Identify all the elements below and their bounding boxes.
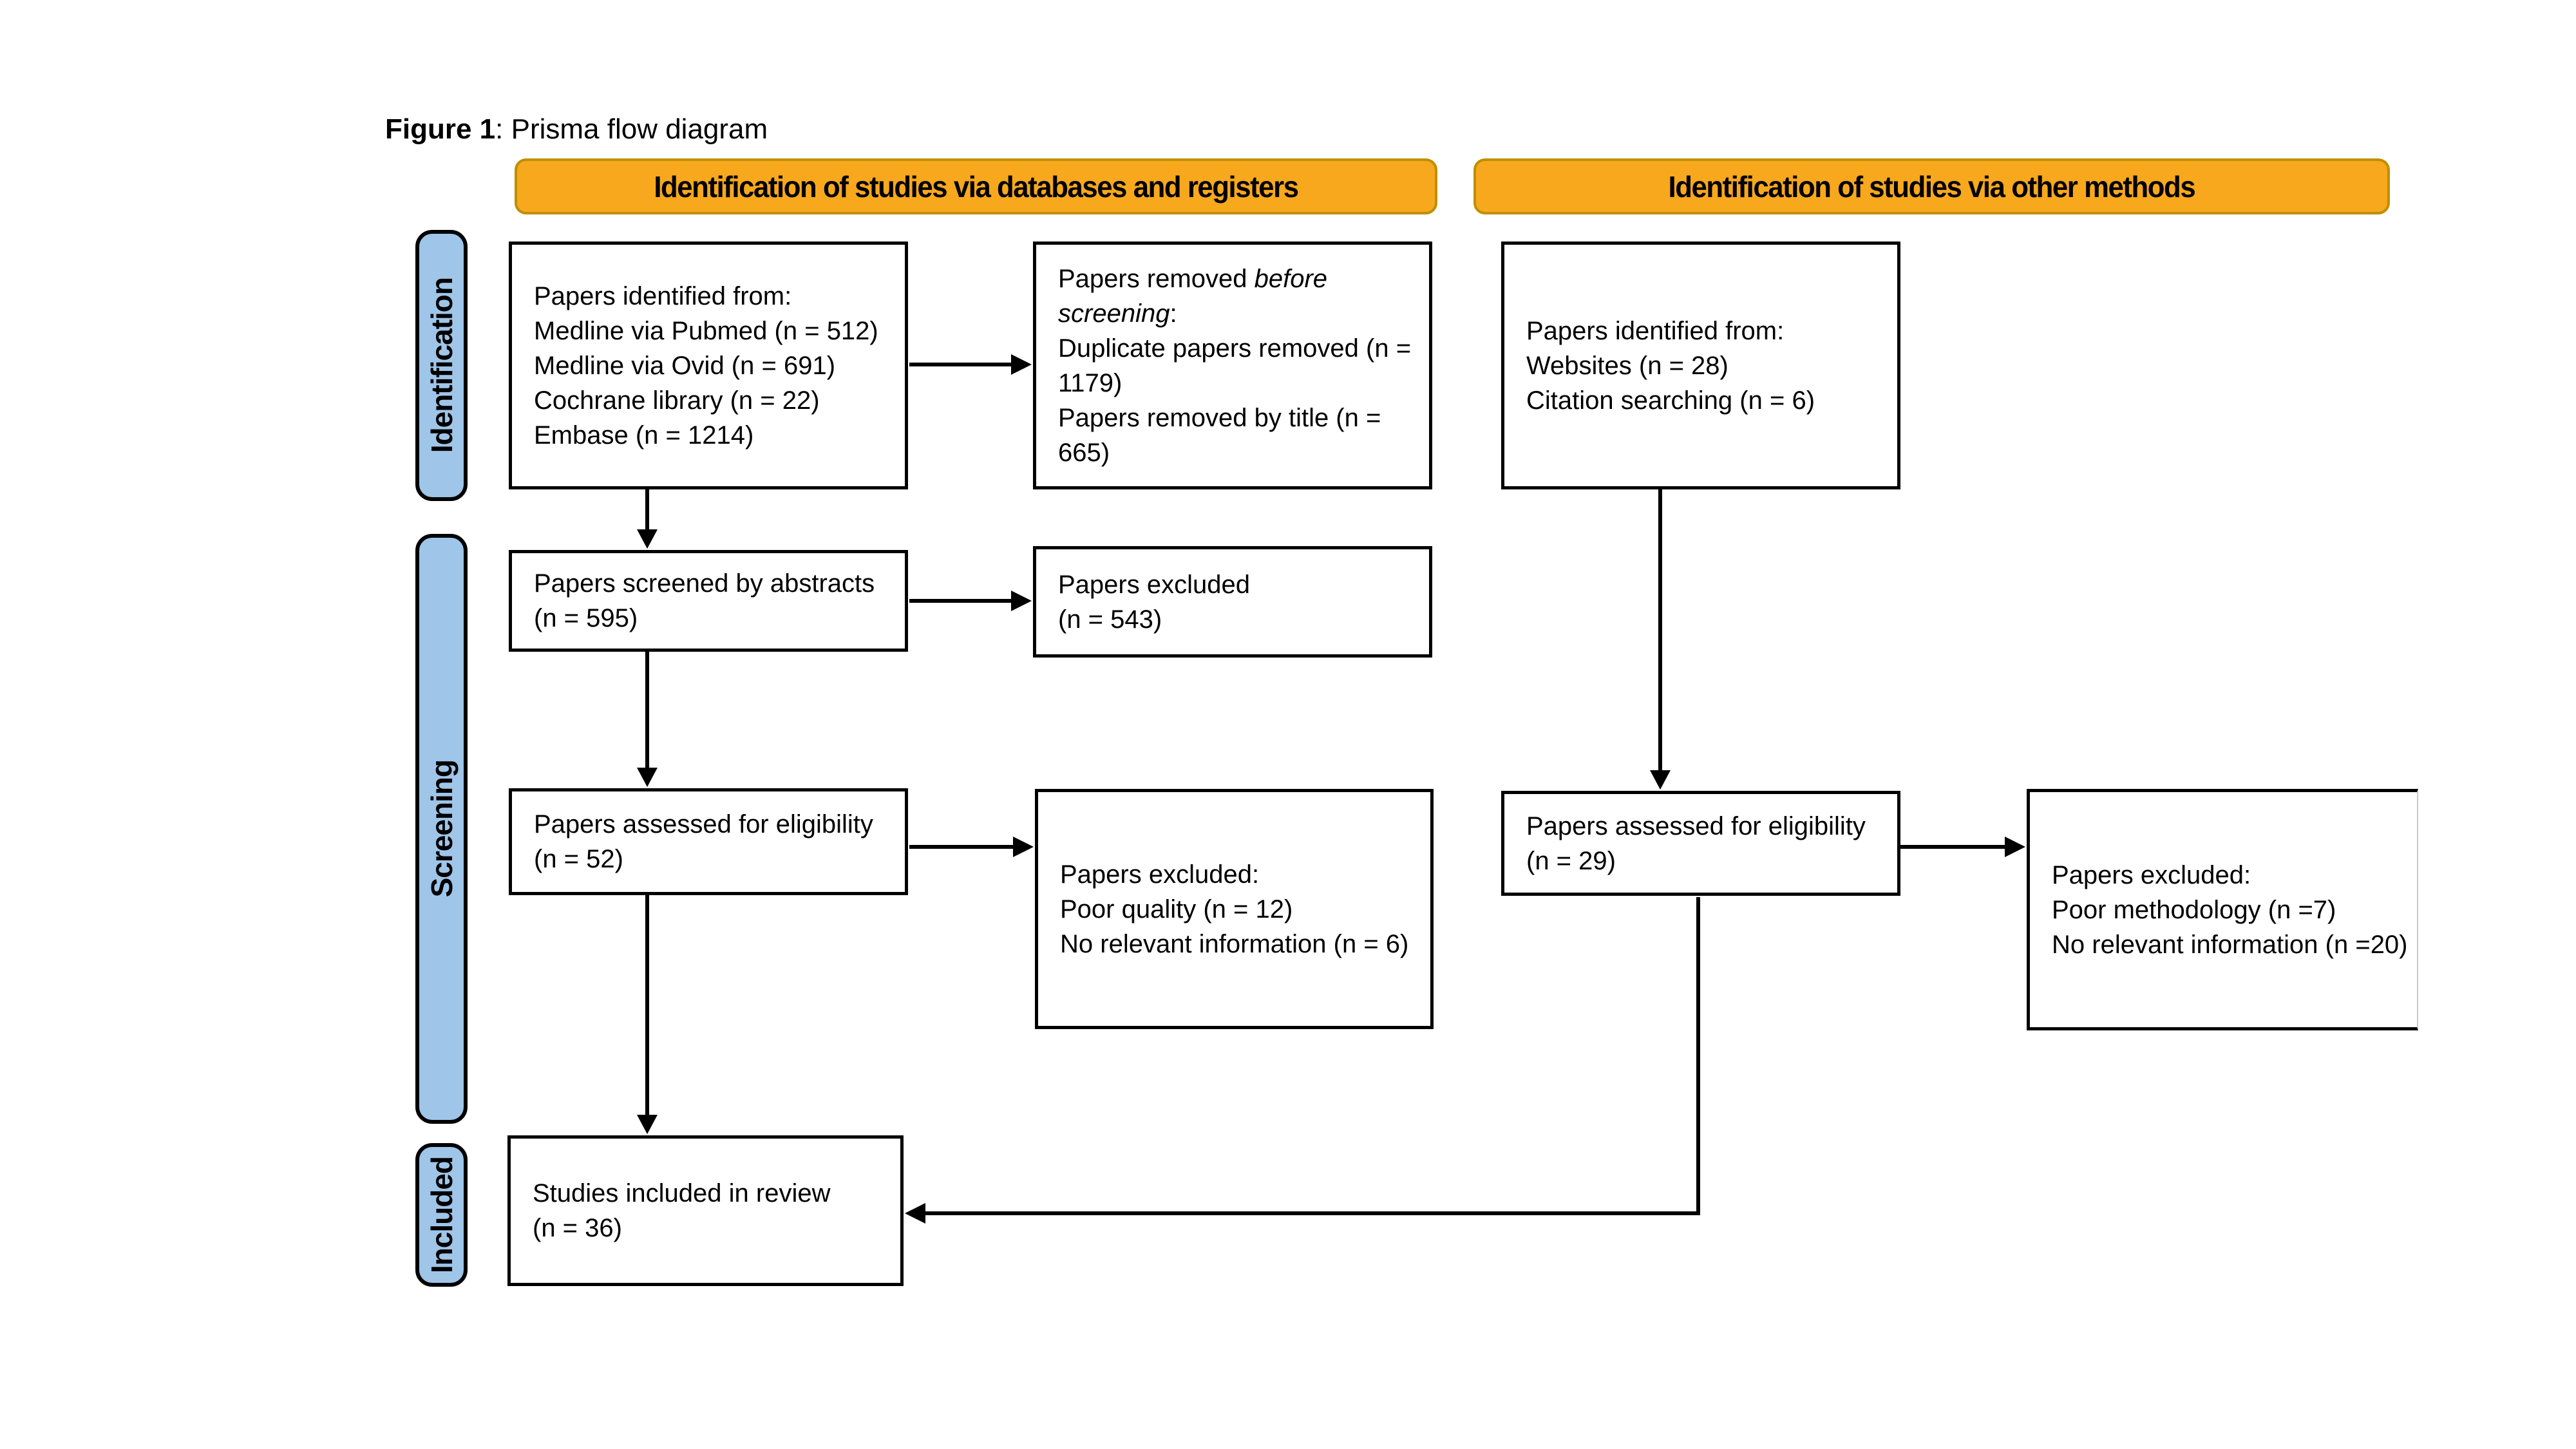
box-line: Cochrane library (n = 22) — [534, 386, 820, 415]
box-papers-screened: Papers screened by abstracts (n = 595) — [509, 550, 908, 652]
stage-identification-label: Identification — [424, 278, 459, 453]
box-line: Medline via Ovid (n = 691) — [534, 351, 836, 380]
box-line: No relevant information (n = 6) — [1060, 929, 1409, 958]
box-line: (n = 52) — [534, 845, 623, 873]
stage-identification: Identification — [415, 230, 468, 501]
box-line: Papers excluded: — [1060, 860, 1260, 889]
figure-caption-number: Figure 1 — [385, 113, 496, 145]
box-line: Embase (n = 1214) — [534, 421, 754, 450]
banner-databases-registers: Identification of studies via databases … — [515, 158, 1437, 214]
box-papers-excluded-other: Papers excluded: Poor methodology (n =7)… — [2027, 789, 2418, 1030]
banner-databases-registers-label: Identification of studies via databases … — [654, 169, 1299, 204]
removed-before-suffix: : — [1170, 299, 1177, 328]
box-papers-assessed-databases: Papers assessed for eligibility (n = 52) — [509, 788, 908, 895]
box-studies-included: Studies included in review (n = 36) — [507, 1135, 904, 1286]
box-line: Citation searching (n = 6) — [1526, 386, 1815, 415]
stage-screening: Screening — [415, 534, 468, 1124]
box-papers-identified-databases: Papers identified from: Medline via Pubm… — [509, 242, 908, 489]
box-line: Papers identified from: — [1526, 316, 1785, 345]
box-line: Studies included in review — [533, 1179, 831, 1208]
box-line: Duplicate papers removed (n = 1179) — [1058, 334, 1412, 397]
box-line: Papers screened by abstracts — [534, 569, 875, 598]
stage-included-label: Included — [424, 1156, 459, 1274]
box-line: Papers excluded: — [2052, 860, 2251, 889]
box-line: Medline via Pubmed (n = 512) — [534, 316, 878, 345]
box-papers-excluded-databases: Papers excluded: Poor quality (n = 12) N… — [1035, 789, 1434, 1029]
stage-included: Included — [415, 1143, 468, 1287]
box-line: (n = 595) — [534, 604, 638, 632]
box-line: Papers excluded — [1058, 570, 1250, 599]
box-line: Papers assessed for eligibility — [534, 810, 873, 838]
banner-other-methods: Identification of studies via other meth… — [1473, 158, 2390, 214]
box-line: Papers removed by title (n = 665) — [1058, 403, 1381, 467]
box-line: Papers removed before screening: — [1058, 261, 1415, 331]
removed-before-prefix: Papers removed — [1058, 264, 1255, 293]
box-line: (n = 29) — [1526, 846, 1616, 875]
box-papers-identified-other: Papers identified from: Websites (n = 28… — [1501, 242, 1900, 489]
figure-caption-text: : Prisma flow diagram — [495, 113, 768, 145]
box-line: No relevant information (n =20) — [2052, 930, 2408, 959]
removed-before-italic: before screening — [1058, 264, 1328, 328]
box-line: (n = 36) — [533, 1214, 622, 1242]
box-papers-removed-before-screening: Papers removed before screening: Duplica… — [1033, 242, 1432, 489]
box-papers-excluded-abstracts: Papers excluded (n = 543) — [1033, 546, 1432, 658]
box-line: Papers assessed for eligibility — [1526, 811, 1866, 840]
box-line: (n = 543) — [1058, 605, 1162, 634]
box-line: Poor quality (n = 12) — [1060, 895, 1293, 923]
box-papers-assessed-other: Papers assessed for eligibility (n = 29) — [1501, 791, 1900, 896]
banner-other-methods-label: Identification of studies via other meth… — [1668, 169, 2196, 204]
box-line: Papers identified from: — [534, 281, 792, 310]
stage-screening-label: Screening — [424, 760, 459, 898]
box-line: Websites (n = 28) — [1526, 351, 1728, 380]
box-line: Poor methodology (n =7) — [2052, 895, 2336, 924]
figure-caption: Figure 1: Prisma flow diagram — [385, 113, 768, 146]
